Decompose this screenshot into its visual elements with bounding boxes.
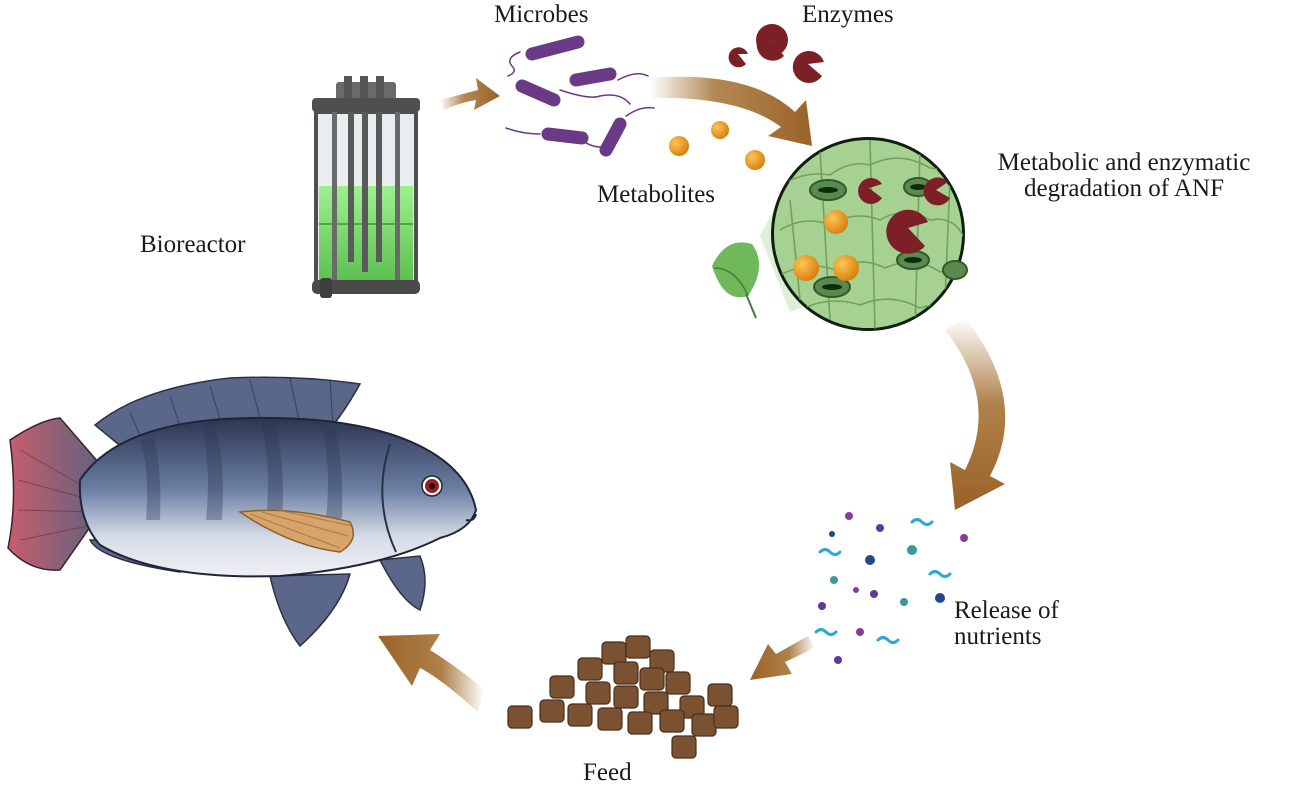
arrow-to-fish <box>378 634 484 712</box>
arrow-to-feed <box>750 636 815 680</box>
label-degradation-line1: Metabolic and enzymatic <box>997 149 1251 176</box>
metabolites-on-cells <box>793 210 859 281</box>
metabolite-icon <box>669 121 765 170</box>
nutrient-particles-icon <box>814 512 968 664</box>
label-release-line1: Release of <box>954 597 1059 624</box>
label-degradation-line2: degradation of ANF <box>1024 175 1224 203</box>
label-microbes: Microbes <box>494 1 589 28</box>
label-metabolites: Metabolites <box>597 181 716 208</box>
label-degradation: Metabolic and enzymatic degradation of A… <box>974 149 1274 203</box>
arrow-to-degradation <box>650 76 812 146</box>
label-enzymes: Enzymes <box>802 1 894 28</box>
leaf-cells-icon <box>771 137 968 331</box>
cycle-arrow-icon <box>378 76 1006 712</box>
arrow-to-microbes <box>440 78 500 110</box>
feed-pellets-icon <box>507 635 739 759</box>
enzymes-on-cells <box>858 177 950 254</box>
label-release-line2: nutrients <box>954 623 1042 651</box>
label-bioreactor: Bioreactor <box>140 231 246 258</box>
label-release: Release of nutrients <box>954 597 1059 651</box>
enzyme-icon <box>728 24 824 83</box>
arrow-to-nutrients <box>945 318 1006 510</box>
fish-icon <box>7 376 478 648</box>
label-feed: Feed <box>583 759 632 786</box>
bioreactor-icon <box>312 76 420 298</box>
microbe-icon <box>505 35 655 157</box>
